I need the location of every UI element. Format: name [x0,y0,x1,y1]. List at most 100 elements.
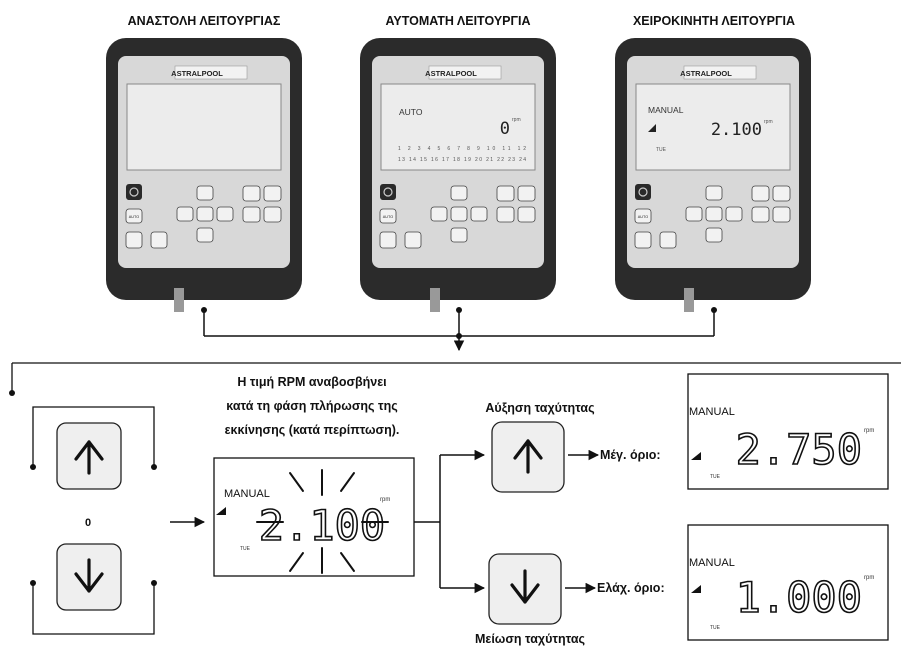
speed4-button[interactable] [263,206,282,223]
max-limit-label: Μέγ. όριο: [600,448,661,462]
blink-note-line1: Η τιμή RPM αναβοσβήνει [237,375,387,389]
lcd-display-min [687,524,889,641]
arrow-down-icon [510,569,540,604]
right-button[interactable] [725,206,743,222]
controller-device-manual: ASTRALPOOL MANUAL 2.100 rpm TUE AUTO [615,38,811,312]
blink-rays [256,469,389,574]
settings-button[interactable] [125,231,143,249]
lcd-rpm-unit: rpm [512,117,521,123]
controller-device-auto: ASTRALPOOL AUTO 0 rpm 1 2 3 4 5 6 7 8 9 … [360,38,556,312]
speed-level-icon [216,507,226,515]
speed-level-icon [691,452,701,460]
lcd-rpm-unit: rpm [864,575,874,581]
auto-button-label: AUTO [638,215,649,219]
lcd-rpm-unit: rpm [380,497,390,503]
arrow-down-icon [74,558,104,593]
mode-title-standby: ΑΝΑΣΤΟΛΗ ΛΕΙΤΟΥΡΓΙΑΣ [128,14,281,28]
right-button[interactable] [216,206,234,222]
exit-button[interactable] [404,231,422,249]
up-button[interactable] [450,185,468,201]
auto-button[interactable] [125,208,143,224]
decrease-speed-label: Μείωση ταχύτητας [475,632,585,646]
left-bracket-top [32,406,155,467]
enter-button[interactable] [196,206,214,222]
min-limit-label: Ελάχ. όριο: [597,581,665,595]
power-button[interactable] [380,184,396,200]
brand-logo: ASTRALPOOL [680,69,732,78]
lcd-rpm-unit: rpm [764,119,773,125]
brand-logo: ASTRALPOOL [171,69,223,78]
speed1-button[interactable] [242,185,261,202]
keypad: AUTO [379,184,536,249]
lcd-day-label: TUE [240,546,251,552]
exit-button[interactable] [659,231,677,249]
brand-logo: ASTRALPOOL [425,69,477,78]
lcd-rpm-value: 1.000 [736,573,862,622]
arrow-up-icon [74,440,104,475]
lcd-mode-label: MANUAL [224,488,270,500]
speed1-button[interactable] [496,185,515,202]
speed-level-icon [648,124,656,132]
speed2-button[interactable] [772,185,791,202]
speed2-button[interactable] [517,185,536,202]
or-label: 0 [85,517,91,529]
down-button[interactable] [450,227,468,243]
auto-button[interactable] [379,208,397,224]
blink-note-line2: κατά τη φάση πλήρωσης της [226,399,397,413]
mode-title-manual: ΧΕΙΡΟΚΙΝΗΤΗ ΛΕΙΤΟΥΡΓΙΑ [633,14,795,28]
lcd-rpm-unit: rpm [864,428,874,434]
speed4-button[interactable] [772,206,791,223]
lcd-rpm-value: 0 [500,119,510,139]
branch-lines [414,449,486,594]
controller-device-standby: ASTRALPOOL AUTO [106,38,302,312]
speed4-button[interactable] [517,206,536,223]
right-button[interactable] [470,206,488,222]
left-button[interactable] [685,206,703,222]
lcd-mode-label: MANUAL [689,406,735,418]
left-button[interactable] [430,206,448,222]
lcd-day-label: TUE [656,147,667,153]
lcd-mode-label: AUTO [399,107,423,117]
speed-level-icon [691,585,701,593]
lcd-display-blinking [213,457,415,577]
settings-button[interactable] [379,231,397,249]
down-button[interactable] [196,227,214,243]
exit-button[interactable] [150,231,168,249]
mode-title-auto: ΑΥΤΟΜΑΤΗ ΛΕΙΤΟΥΡΓΙΑ [385,14,530,28]
lcd-rpm-value: 2.100 [711,120,762,140]
keypad: AUTO [125,184,282,249]
lcd-display-max [687,373,889,490]
left-button[interactable] [176,206,194,222]
lcd-rpm-value: 2.750 [736,425,862,474]
lcd-mode-label: MANUAL [648,105,684,115]
speed3-button[interactable] [496,206,515,223]
speed3-button[interactable] [242,206,261,223]
lcd-rpm-value-blinking: 2.100 [259,501,385,550]
speed3-button[interactable] [751,206,770,223]
arrow-up-icon [513,439,543,474]
settings-button[interactable] [634,231,652,249]
up-button[interactable] [705,185,723,201]
left-bracket-bottom [32,583,155,635]
lcd-day-label: TUE [710,474,721,480]
enter-button[interactable] [705,206,723,222]
keypad: AUTO [634,184,791,249]
power-button[interactable] [635,184,651,200]
auto-button-label: AUTO [383,215,394,219]
lcd-hours-row2: 13 14 15 16 17 18 19 20 21 22 23 24 [398,157,526,163]
blink-note-line3: εκκίνησης (κατά περίπτωση). [225,423,400,437]
down-button[interactable] [705,227,723,243]
auto-button-label: AUTO [129,215,140,219]
device-connector [203,310,715,352]
increase-speed-label: Αύξηση ταχύτητας [485,401,594,415]
speed2-button[interactable] [263,185,282,202]
lcd-day-label: TUE [710,625,721,631]
speed1-button[interactable] [751,185,770,202]
up-button[interactable] [196,185,214,201]
power-button[interactable] [126,184,142,200]
lcd-hours-row1: 1 2 3 4 5 6 7 8 9 10 11 12 [398,146,526,152]
auto-button[interactable] [634,208,652,224]
lcd-mode-label: MANUAL [689,557,735,569]
enter-button[interactable] [450,206,468,222]
